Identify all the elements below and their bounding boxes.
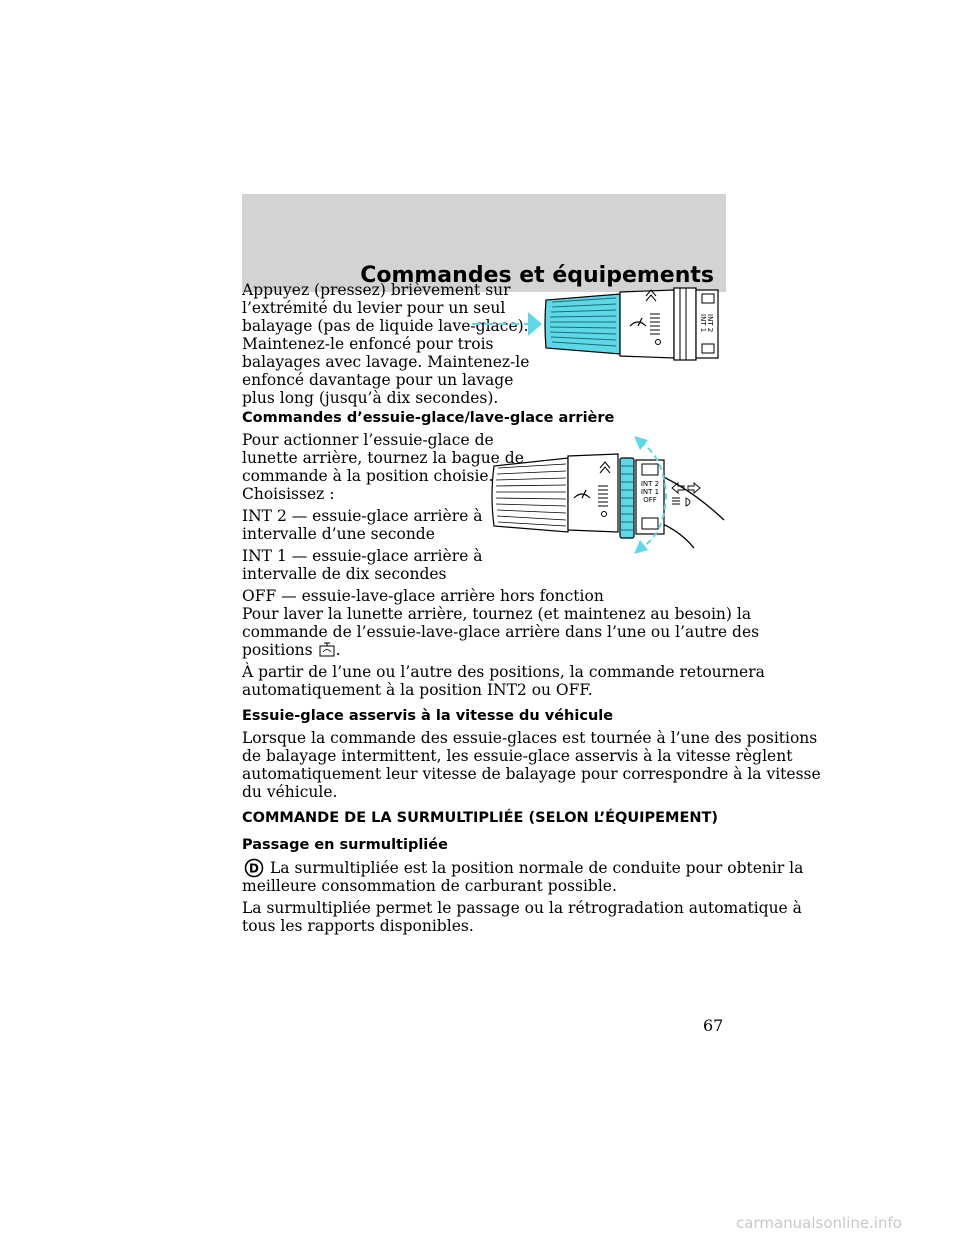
int2-line: intervalle d’une seconde xyxy=(242,525,435,543)
wiper-stalk-push-figure: INT 2 INT 1 xyxy=(472,287,719,361)
speed-wiper-heading: Essuie-glace asservis à la vitesse du vé… xyxy=(242,708,614,724)
rear-para-line: commande à la position choisie. xyxy=(242,467,494,485)
ring-label-off: OFF xyxy=(643,496,657,504)
overdrive-line: meilleure consommation de carburant poss… xyxy=(242,877,617,895)
label-int1: INT 1 xyxy=(699,314,707,332)
intro-line: balayage (pas de liquide lave-glace). xyxy=(242,317,529,335)
watermark: carmanualsonline.info xyxy=(736,1214,902,1232)
rear-para-line: Choisissez : xyxy=(242,485,335,503)
return-line: À partir de l’une ou l’autre des positio… xyxy=(242,663,765,681)
rear-para-line: lunette arrière, tournez la bague de xyxy=(242,449,524,467)
rear-wiper-heading: Commandes d’essuie-glace/lave-glace arri… xyxy=(242,410,615,426)
page-number: 67 xyxy=(703,1016,724,1035)
return-line: automatiquement à la position INT2 ou OF… xyxy=(242,681,593,699)
rear-wiper-ring-figure: INT 2 INT 1 OFF xyxy=(491,436,725,554)
wash-line-positions: positions . xyxy=(242,641,341,659)
off-line: OFF — essuie-lave-glace arrière hors fon… xyxy=(242,587,604,605)
page-header-title: Commandes et équipements xyxy=(360,263,714,288)
rear-para-line: Pour actionner l’essuie-glace de xyxy=(242,431,494,449)
wash-line: commande de l’essuie-lave-glace arrière … xyxy=(242,623,760,641)
int1-line: intervalle de dix secondes xyxy=(242,565,447,583)
speed-line: Lorsque la commande des essuie-glaces es… xyxy=(242,729,818,747)
wash-period: . xyxy=(335,641,341,659)
wash-positions-word: positions xyxy=(242,641,313,659)
int1-line: INT 1 — essuie-glace arrière à xyxy=(242,547,483,565)
overdrive-subheading: Passage en surmultipliée xyxy=(242,837,448,853)
intro-line: Maintenez-le enfoncé pour trois xyxy=(242,335,494,353)
wash-line: Pour laver la lunette arrière, tournez (… xyxy=(242,605,752,623)
intro-line: enfoncé davantage pour un lavage xyxy=(242,371,514,389)
overdrive-line: La surmultipliée permet le passage ou la… xyxy=(242,899,802,917)
intro-line: Appuyez (pressez) brièvement sur xyxy=(242,281,511,299)
speed-line: automatiquement leur vitesse de balayage… xyxy=(242,765,821,783)
label-int2: INT 2 xyxy=(706,314,714,332)
rear-washer-icon xyxy=(319,642,335,657)
speed-line: de balayage intermittent, les essuie-gla… xyxy=(242,747,793,765)
ring-label-int2: INT 2 xyxy=(641,480,659,488)
overdrive-d-icon: D xyxy=(244,858,264,878)
overdrive-line: La surmultipliée est la position normale… xyxy=(270,859,804,877)
int2-line: INT 2 — essuie-glace arrière à xyxy=(242,507,483,525)
overdrive-heading: COMMANDE DE LA SURMULTIPLIÉE (SELON L’ÉQ… xyxy=(242,810,719,826)
intro-line: balayages avec lavage. Maintenez-le xyxy=(242,353,530,371)
overdrive-line: tous les rapports disponibles. xyxy=(242,917,474,935)
header-band: Commandes et équipements xyxy=(242,194,726,292)
intro-line: l’extrémité du levier pour un seul xyxy=(242,299,506,317)
gear-letter: D xyxy=(249,862,259,876)
ring-label-int1: INT 1 xyxy=(641,488,659,496)
intro-line: plus long (jusqu’à dix secondes). xyxy=(242,389,499,407)
speed-line: du véhicule. xyxy=(242,783,338,801)
